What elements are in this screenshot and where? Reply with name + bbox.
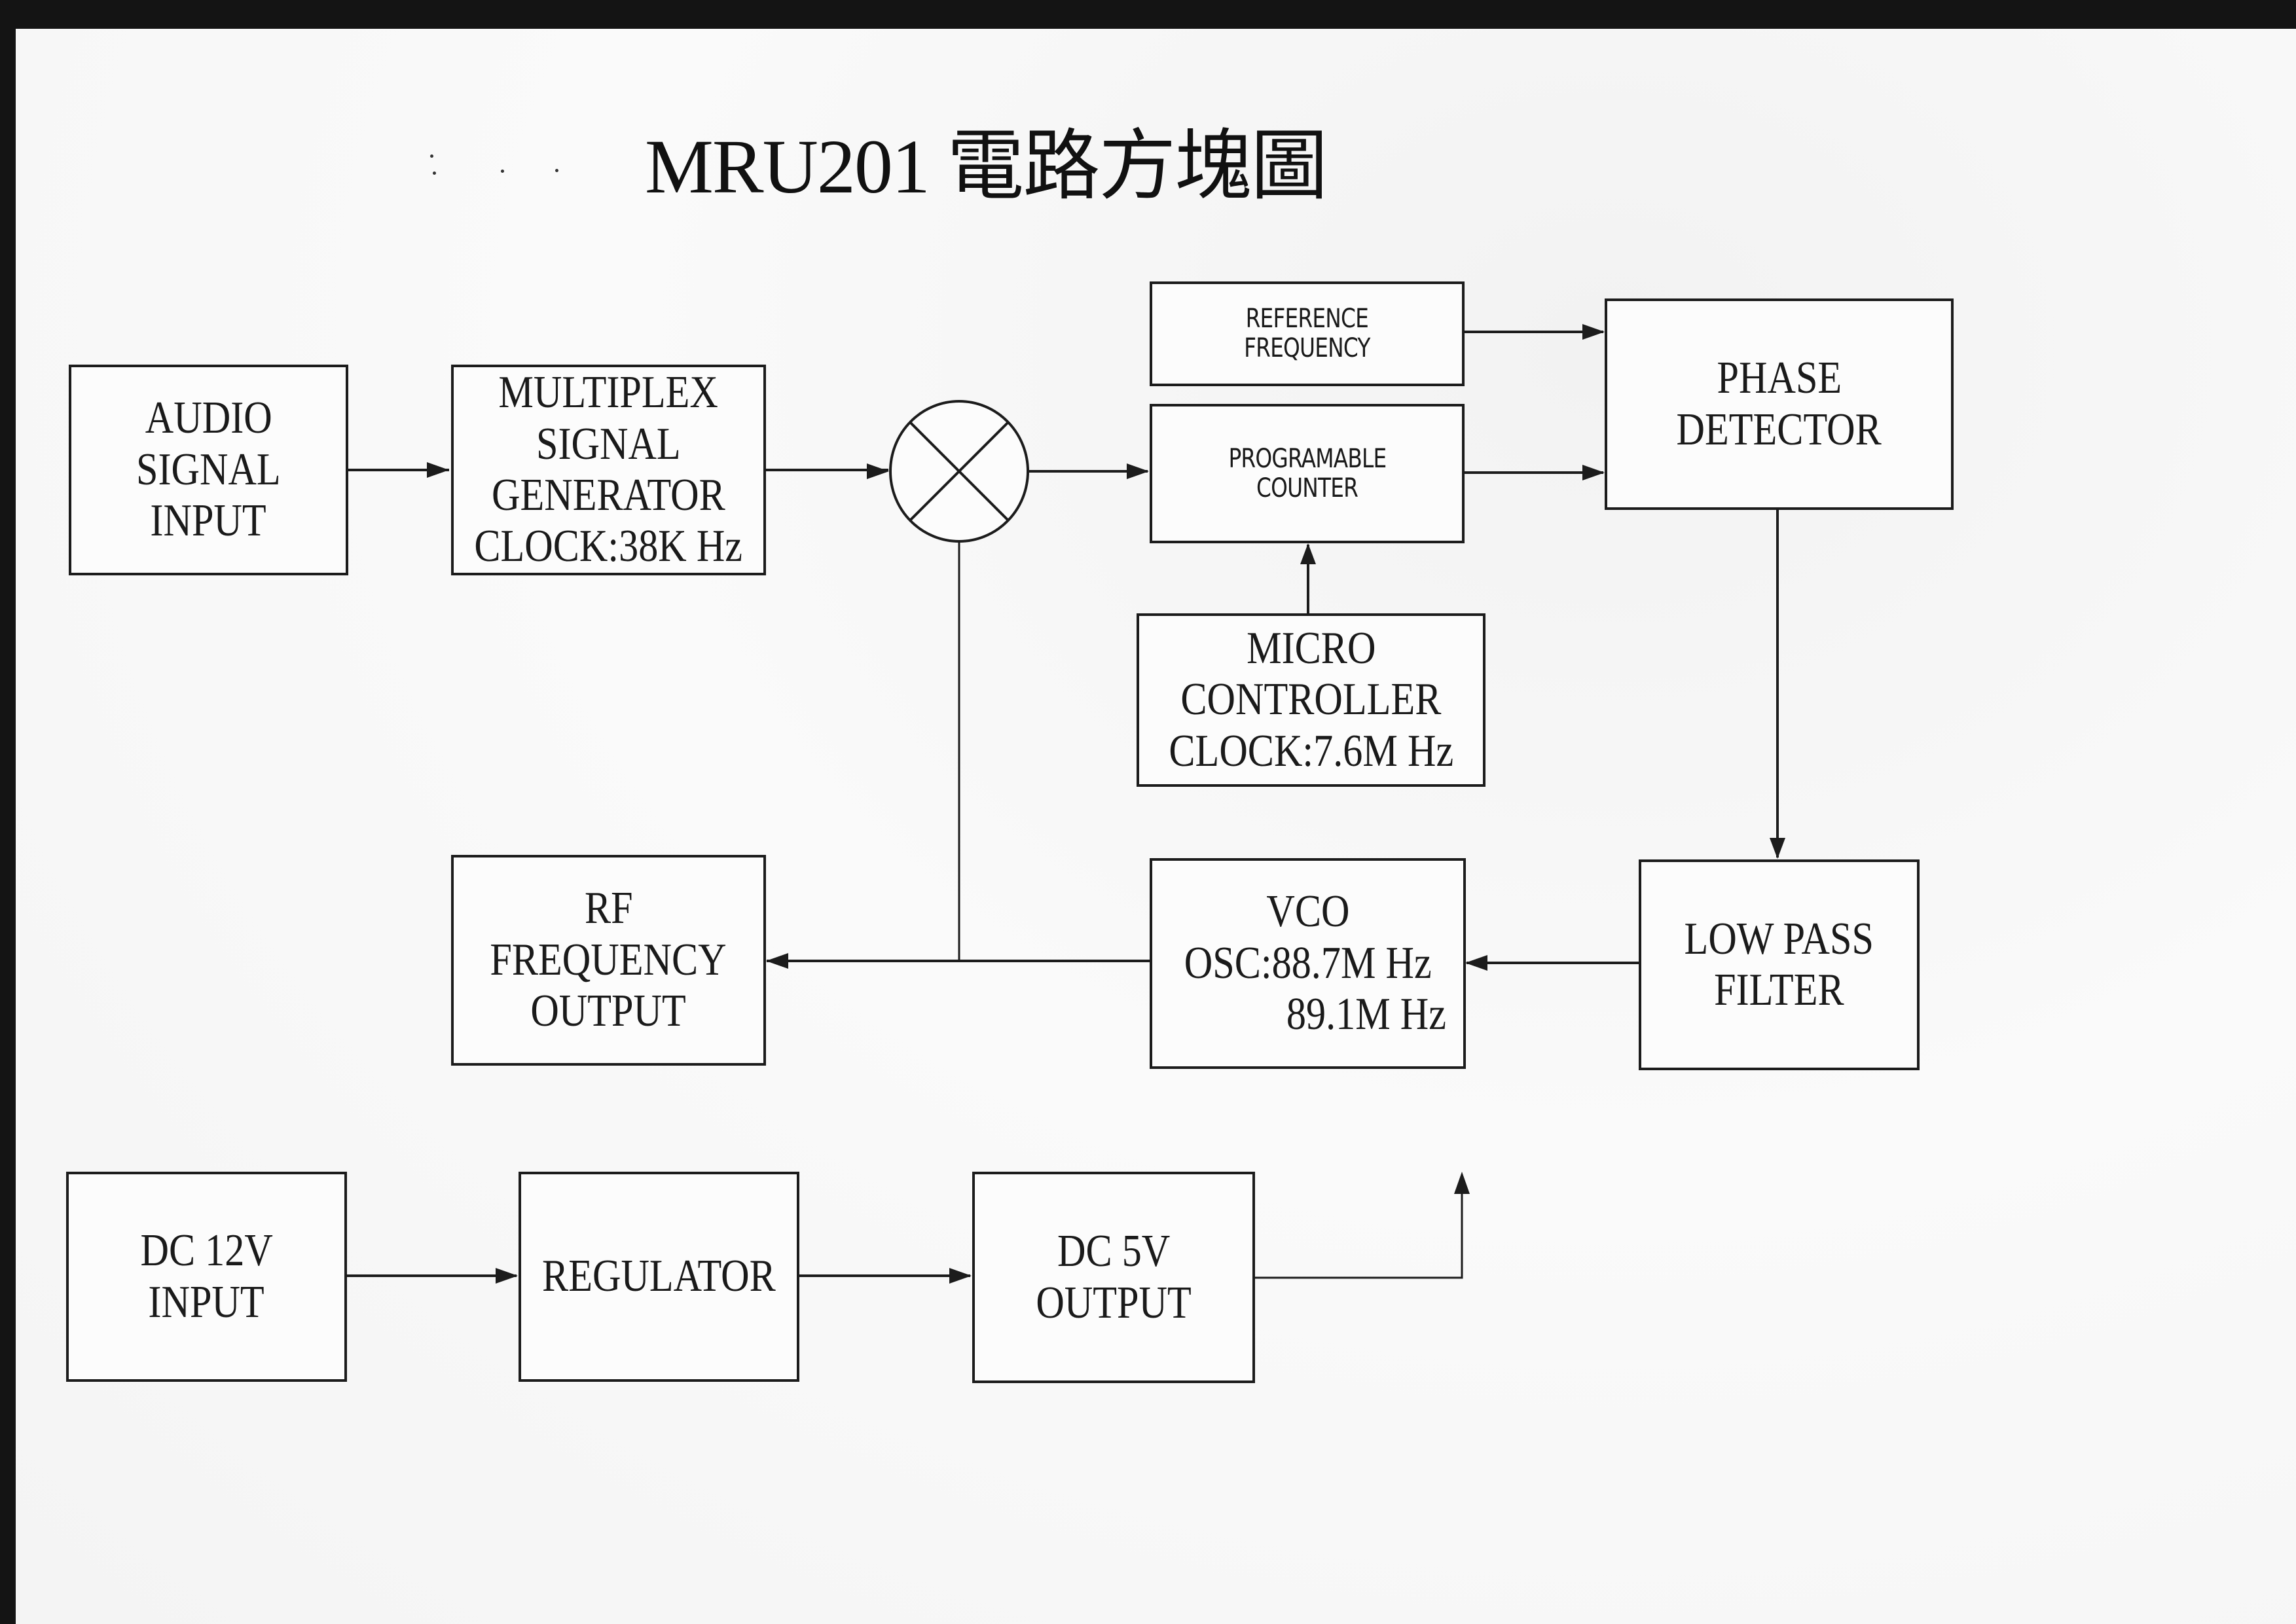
block-label-line: LOW PASS (1684, 913, 1874, 964)
block-label-line: PROGRAMABLE (1228, 443, 1387, 474)
arrowhead-dc5-up (1454, 1172, 1470, 1194)
arrowhead-rf (766, 953, 788, 969)
block-label-line: 89.1M Hz (1286, 989, 1447, 1040)
block-label-line: COUNTER (1256, 473, 1358, 503)
block-regulator: REGULATOR (519, 1172, 799, 1382)
block-dc-12v-input: DC 12V INPUT (66, 1172, 347, 1382)
arrowhead-phase-ref (1582, 324, 1605, 340)
wire-dc5-supply-out (1254, 1175, 1463, 1279)
arrowhead-regulator (496, 1268, 518, 1284)
block-vco: VCO OSC:88.7M Hz 89.1M Hz (1150, 858, 1466, 1069)
block-label-line: CLOCK:38K Hz (474, 521, 743, 572)
block-label-line: DETECTOR (1676, 404, 1882, 455)
block-label-line: FREQUENCY (490, 934, 727, 985)
mixer-multiplier-icon (889, 400, 1029, 543)
block-label-line: MICRO (1246, 623, 1376, 674)
block-label-line: DC 12V (140, 1225, 273, 1276)
block-label-line: CONTROLLER (1180, 674, 1442, 725)
block-rf-frequency-output: RF FREQUENCY OUTPUT (451, 855, 766, 1066)
block-label-line: OUTPUT (1036, 1277, 1192, 1328)
block-label-line: OUTPUT (530, 986, 687, 1037)
block-label-line: INPUT (148, 1276, 265, 1327)
block-label-line: CLOCK:7.6M Hz (1169, 725, 1453, 776)
block-label-line: GENERATOR (492, 470, 725, 520)
scan-speck (501, 170, 504, 173)
arrowhead-phase-counter (1582, 465, 1605, 480)
block-label-line: RF (584, 883, 633, 934)
block-label-line: PHASE (1717, 353, 1842, 404)
diagram-title: MRU201 電路方塊圖 (645, 124, 1328, 209)
arrowhead-counter-from-micro (1300, 543, 1316, 564)
block-programable-counter: PROGRAMABLE COUNTER (1150, 404, 1465, 543)
block-reference-frequency: REFERENCE FREQUENCY (1150, 281, 1465, 386)
arrowhead-vco (1465, 955, 1487, 971)
block-label-line: VCO (1266, 886, 1350, 937)
arrowhead-counter (1127, 463, 1149, 479)
block-phase-detector: PHASE DETECTOR (1605, 298, 1954, 510)
block-label-line: FREQUENCY (1244, 333, 1370, 363)
block-label-line: MULTIPLEX (498, 367, 719, 418)
block-label-line: SIGNAL (536, 418, 681, 469)
block-label-line: DC 5V (1057, 1226, 1171, 1277)
arrowhead-multiplex (427, 462, 449, 478)
block-label-line: FILTER (1714, 965, 1844, 1015)
block-label-line: OSC:88.7M Hz (1184, 937, 1432, 988)
arrowhead-mixer (867, 463, 889, 479)
block-label-line: SIGNAL (136, 444, 281, 495)
block-low-pass-filter: LOW PASS FILTER (1639, 859, 1920, 1070)
block-label-line: REFERENCE (1245, 304, 1369, 334)
block-micro-controller: MICRO CONTROLLER CLOCK:7.6M Hz (1137, 613, 1485, 787)
block-audio-signal-input: AUDIO SIGNAL INPUT (69, 365, 348, 575)
block-label-line: INPUT (150, 496, 267, 547)
block-dc-5v-output: DC 5V OUTPUT (972, 1172, 1255, 1383)
scan-border-top (0, 0, 2296, 29)
scan-speck (555, 169, 558, 172)
scan-speck (433, 171, 436, 175)
block-label-line: AUDIO (145, 393, 272, 444)
scan-border-left (0, 0, 16, 1624)
arrowhead-lpf (1770, 838, 1785, 859)
arrowhead-dc5 (949, 1268, 972, 1284)
block-multiplex-signal-generator: MULTIPLEX SIGNAL GENERATOR CLOCK:38K Hz (451, 365, 766, 575)
scan-speck (430, 154, 433, 158)
block-label-line: REGULATOR (542, 1251, 776, 1302)
